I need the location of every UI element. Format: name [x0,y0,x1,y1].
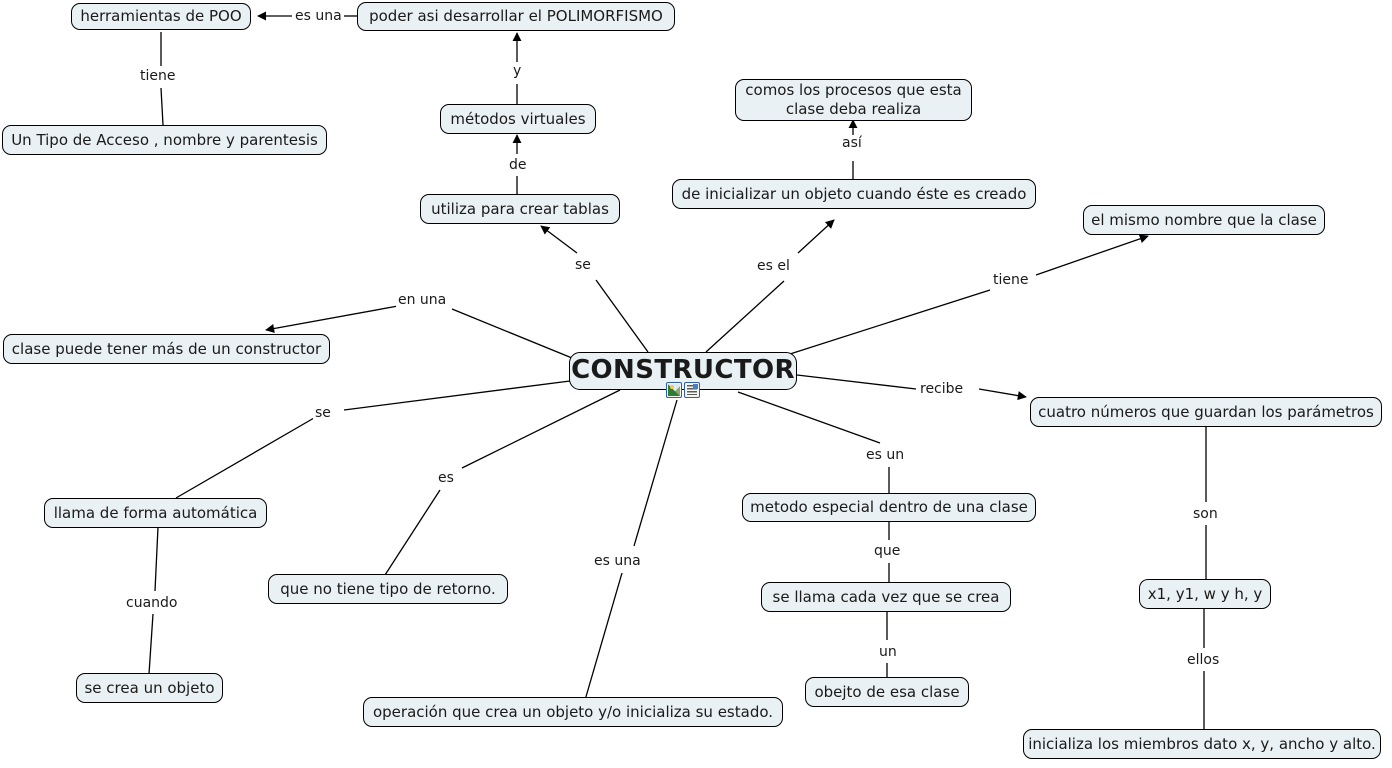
edge-label-es-el-inicializar: es el [755,258,792,274]
node-comos-los-procesos[interactable]: comos los procesos que esta clase deba r… [735,79,972,121]
image-resource-icon[interactable] [666,382,682,398]
edge-esel-to-inicializar [797,219,835,254]
edge-tiene-to-tipoacceso [160,87,164,126]
node-constructor-central[interactable]: CONSTRUCTOR [569,352,797,398]
edge-label-cuando-se-crea: cuando [124,595,180,611]
edge-center-to-esun [737,391,881,444]
edge-label-es-una-polimorfismo: es una [293,8,344,24]
node-utiliza-para-crear-tablas[interactable]: utiliza para crear tablas [420,194,620,224]
node-inicializa-los-miembros-dato[interactable]: inicializa los miembros dato x, y, ancho… [1023,729,1381,759]
edge-label-se-tablas: se [573,257,593,273]
node-clase-puede-tener-mas-de-un-constructor[interactable]: clase puede tener más de un constructor [3,334,330,364]
edge-label-ellos-miembros: ellos [1185,652,1222,668]
edge-label-y-metodos-virtuales: y [511,63,524,79]
center-node-label: CONSTRUCTOR [571,355,795,385]
edge-label-asi-procesos: así [840,135,864,151]
edge-enuna-to-masdeuno [265,305,399,334]
document-resource-icon[interactable] [684,382,700,398]
node-x1-y1-w-h-y[interactable]: x1, y1, w y h, y [1139,579,1271,609]
edge-center-to-esuna2 [633,399,678,547]
edge-label-es-un-metodo-especial: es un [864,447,907,463]
edge-label-en-una-clase: en una [396,292,449,308]
node-poder-asi-desarrollar-polimorfismo[interactable]: poder asi desarrollar el POLIMORFISMO [357,2,675,31]
node-que-no-tiene-tipo-de-retorno[interactable]: que no tiene tipo de retorno. [268,574,508,604]
edge-center-to-tiene2 [789,289,991,355]
edge-es-to-sinretorno [384,489,441,576]
edge-label-es-una-operacion: es una [592,553,643,569]
edge-center-to-es [461,389,621,469]
edge-label-son-xywh: son [1191,506,1220,522]
edge-center-to-esel [705,280,785,353]
edge-center-to-recibe [796,374,917,390]
edge-label-un-obejto: un [877,644,899,660]
edge-se1-to-tablas [540,225,578,254]
edge-center-to-enuna [451,308,573,359]
node-se-llama-cada-vez-que-se-crea[interactable]: se llama cada vez que se crea [761,582,1011,612]
node-cuatro-numeros-parametros[interactable]: cuatro números que guardan los parámetro… [1030,397,1382,427]
edge-esuna2-to-operacion [582,572,623,708]
node-un-tipo-de-acceso[interactable]: Un Tipo de Acceso , nombre y parentesis [2,125,327,155]
edge-center-to-se2 [343,380,571,411]
node-metodos-virtuales[interactable]: métodos virtuales [440,104,596,134]
edge-label-de-tablas: de [507,157,529,173]
edge-se2-to-automatica [175,417,315,499]
edge-cuando-to-secrea [148,613,154,675]
node-obejto-de-esa-clase[interactable]: obejto de esa clase [805,677,969,707]
edge-automatica-to-cuando [154,526,159,592]
node-llama-de-forma-automatica[interactable]: llama de forma automática [44,498,267,528]
node-el-mismo-nombre-que-la-clase[interactable]: el mismo nombre que la clase [1083,205,1325,235]
node-metodo-especial-dentro-de-una-clase[interactable]: metodo especial dentro de una clase [742,493,1036,522]
edge-label-se-automatica: se [313,405,333,421]
edge-center-to-se1 [595,279,649,353]
node-operacion-que-crea-un-objeto[interactable]: operación que crea un objeto y/o inicial… [363,697,783,727]
edge-label-tiene-herramientas: tiene [138,68,178,84]
edge-recibe-to-cuatronums [978,388,1027,401]
edge-tiene2-to-mismonombre [1035,234,1149,276]
edge-label-es-sin-retorno: es [436,470,456,486]
node-de-inicializar-un-objeto[interactable]: de inicializar un objeto cuando éste es … [672,179,1036,209]
edge-label-recibe-cuatro-numeros: recibe [918,381,966,397]
edge-label-que-se-llama: que [872,543,903,559]
resource-icon-group [666,382,700,398]
edge-label-tiene-mismo-nombre: tiene [991,272,1031,288]
node-se-crea-un-objeto[interactable]: se crea un objeto [76,673,223,703]
node-herramientas-de-poo[interactable]: herramientas de POO [71,3,251,30]
